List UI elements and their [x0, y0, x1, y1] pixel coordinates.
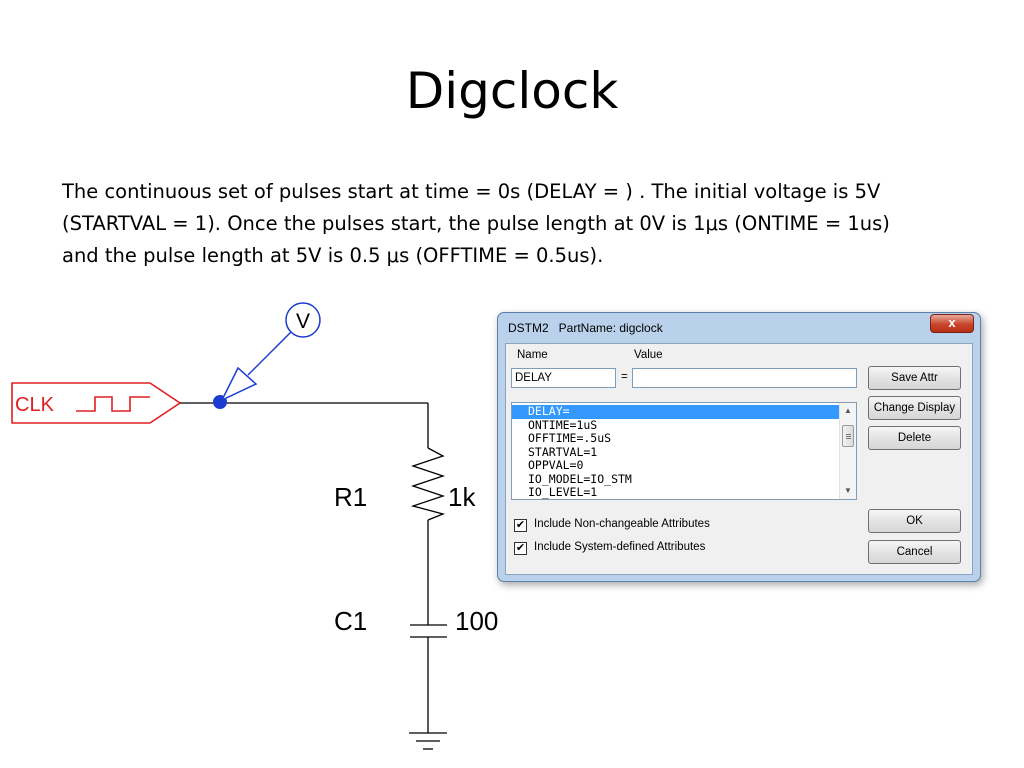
- attribute-list-item[interactable]: IO_MODEL=IO_STM: [528, 471, 632, 486]
- delete-button[interactable]: Delete: [868, 426, 961, 450]
- ground-icon: [409, 732, 447, 750]
- paragraph-line: (STARTVAL = 1). Once the pulses start, t…: [62, 212, 890, 235]
- clk-label: CLK: [15, 394, 55, 416]
- probe-lead: [247, 331, 292, 376]
- checkmark-icon: ✔: [515, 519, 526, 531]
- attribute-value-field[interactable]: [632, 368, 857, 388]
- attribute-name-field[interactable]: DELAY: [511, 368, 616, 388]
- list-scrollbar[interactable]: ▲ ▼: [839, 403, 856, 499]
- clk-pulse-icon: [76, 396, 150, 412]
- checkmark-icon: ✔: [515, 542, 526, 554]
- attribute-list-item[interactable]: DELAY=: [512, 404, 840, 419]
- attribute-list-item[interactable]: IO_LEVEL=1: [528, 485, 598, 499]
- probe-arrow-icon: [220, 366, 258, 402]
- r1-value: 1k: [448, 482, 476, 512]
- attribute-list-item[interactable]: STARTVAL=1: [528, 444, 598, 459]
- scroll-thumb[interactable]: [842, 425, 854, 447]
- probe-label: V: [296, 310, 310, 333]
- non-changeable-checkbox[interactable]: ✔: [514, 519, 527, 532]
- dialog-title: DSTM2 PartName: digclock: [508, 321, 663, 335]
- close-icon: x: [948, 315, 956, 330]
- clk-source-outline: [11, 382, 182, 424]
- cancel-button[interactable]: Cancel: [868, 540, 961, 564]
- system-defined-checkbox[interactable]: ✔: [514, 542, 527, 555]
- slide-paragraph: The continuous set of pulses start at ti…: [62, 176, 962, 272]
- rc-circuit-schematic: CLK V R1 1k C1 100u: [11, 302, 500, 750]
- r1-label: R1: [334, 482, 367, 512]
- attribute-list-item[interactable]: ONTIME=1uS: [528, 417, 598, 432]
- voltage-probe: V: [220, 302, 321, 402]
- equals-sign: =: [621, 371, 628, 383]
- scroll-up-icon[interactable]: ▲: [844, 406, 852, 415]
- change-display-button[interactable]: Change Display: [868, 396, 961, 420]
- system-defined-label: Include System-defined Attributes: [534, 541, 706, 553]
- ok-button[interactable]: OK: [868, 509, 961, 533]
- scroll-down-icon[interactable]: ▼: [844, 486, 852, 495]
- close-button[interactable]: x: [930, 314, 974, 333]
- paragraph-line: The continuous set of pulses start at ti…: [62, 180, 881, 203]
- probe-circle: [285, 302, 321, 338]
- paragraph-line: and the pulse length at 5V is 0.5 μs (OF…: [62, 244, 604, 267]
- clk-source: CLK: [11, 382, 182, 424]
- value-header: Value: [634, 349, 663, 361]
- name-header: Name: [517, 349, 548, 361]
- part-attributes-dialog: DSTM2 PartName: digclock x Name Value DE…: [497, 312, 981, 582]
- r1-resistor: [410, 447, 446, 521]
- non-changeable-label: Include Non-changeable Attributes: [534, 518, 710, 530]
- slide-title: Digclock: [405, 62, 619, 120]
- attribute-list-item[interactable]: OFFTIME=.5uS: [528, 431, 612, 445]
- save-attr-button[interactable]: Save Attr: [868, 366, 961, 390]
- attribute-list-item[interactable]: OPPVAL=0: [528, 458, 584, 472]
- c1-value: 100u: [455, 606, 500, 636]
- c1-label: C1: [334, 606, 367, 636]
